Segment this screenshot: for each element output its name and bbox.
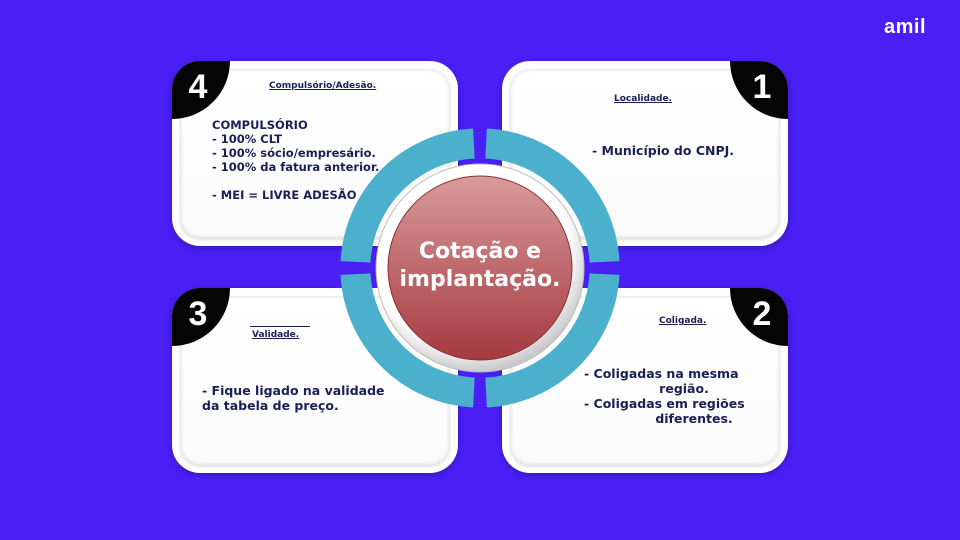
center-title-line: Cotação e <box>418 239 542 264</box>
card-line: diferentes. <box>655 411 733 426</box>
card-body: - Fique ligado na validade da tabela de … <box>202 383 385 413</box>
card-title: Localidade. <box>614 94 672 104</box>
card-line: - 100% CLT <box>212 132 283 146</box>
ring-segment-top-left <box>340 128 476 264</box>
center-circle <box>387 175 573 361</box>
center-title-line: implantação. <box>399 267 561 292</box>
card-body: COMPULSÓRIO - 100% CLT - 100% sócio/empr… <box>212 118 379 202</box>
card-title: Coligada. <box>659 316 707 326</box>
card-body: - Coligadas na mesma região. - Coligadas… <box>584 366 764 426</box>
divider <box>250 326 310 327</box>
card-body: - Município do CNPJ. <box>592 144 734 158</box>
ring-segment-bottom-left <box>340 272 476 408</box>
card-line: região. <box>659 381 709 396</box>
card-line: COMPULSÓRIO <box>212 118 308 132</box>
card-line: - Coligadas em regiões <box>584 396 745 411</box>
card-line: - Coligadas na mesma <box>584 366 739 381</box>
card-line: - 100% da fatura anterior. <box>212 160 380 174</box>
center-cycle-graphic <box>340 128 620 408</box>
card-line: - MEI = LIVRE ADESÃO <box>212 188 357 202</box>
ring-segments <box>340 128 620 408</box>
center-title: Cotação e implantação. <box>370 238 590 294</box>
card-line: - Município do CNPJ. <box>592 143 735 158</box>
card-title: Compulsório/Adesão. <box>269 81 377 91</box>
card-title: Validade. <box>252 330 300 340</box>
ring-segment-bottom-right <box>484 272 620 408</box>
ring-segment-top-right <box>484 128 620 264</box>
amil-logo: amil <box>884 16 927 38</box>
card-line: - 100% sócio/empresário. <box>212 146 376 160</box>
card-line: da tabela de preço. <box>202 398 339 413</box>
card-line: - Fique ligado na validade <box>202 383 385 398</box>
